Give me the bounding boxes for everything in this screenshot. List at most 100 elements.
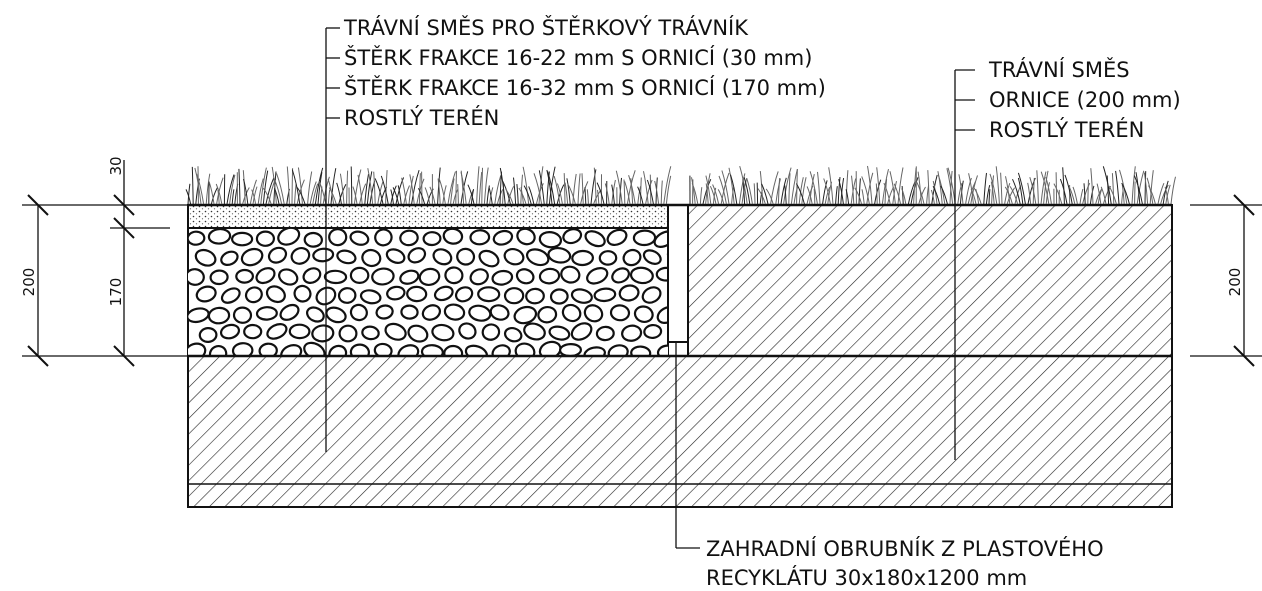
- grass-blade: [788, 173, 791, 205]
- gravel-stone: [328, 344, 348, 356]
- gravel-stone: [641, 286, 662, 304]
- gravel-stone: [293, 284, 312, 303]
- grass-blade: [215, 183, 223, 205]
- gravel-stone: [469, 268, 489, 286]
- gravel-stone: [481, 323, 501, 341]
- gravel-stone: [478, 249, 500, 268]
- grass-blade: [712, 187, 717, 205]
- grass-blade: [401, 177, 407, 205]
- grass-blade: [488, 187, 493, 205]
- gravel-stone: [477, 286, 501, 303]
- grass-blade: [1017, 172, 1026, 205]
- grass-blade: [730, 174, 738, 205]
- grass-blade: [876, 167, 881, 205]
- gravel-stone: [630, 345, 652, 356]
- gravel-stone: [399, 229, 419, 247]
- grass-blade: [548, 166, 556, 205]
- grass-blade: [795, 183, 805, 205]
- gravel-stone: [359, 289, 382, 305]
- grass-blade: [637, 186, 644, 205]
- grass-blade: [717, 189, 725, 205]
- grass-blade: [989, 173, 998, 205]
- gravel-stone: [207, 228, 232, 245]
- gravel-stone: [606, 228, 628, 247]
- grass-blade: [390, 185, 397, 205]
- grass-blade: [883, 182, 891, 205]
- gravel-stone: [371, 267, 395, 286]
- gravel-stone: [220, 287, 241, 304]
- gravel-stone: [525, 287, 545, 305]
- grass-blade: [262, 187, 272, 205]
- grass-blade: [1111, 173, 1115, 205]
- gravel-stone: [337, 287, 357, 304]
- gravel-stone: [208, 345, 228, 356]
- grass-blade: [1006, 187, 1016, 205]
- grass-blade: [494, 175, 502, 205]
- grass-blade: [546, 171, 550, 205]
- grass-blade: [327, 189, 331, 205]
- gravel-stone: [231, 342, 254, 356]
- grass-blade: [403, 185, 410, 205]
- grass-blade: [901, 185, 904, 205]
- gravel-stone: [399, 269, 420, 285]
- grass-blade: [743, 177, 751, 205]
- gravel-stone: [598, 250, 618, 266]
- grass-blade: [350, 166, 353, 205]
- grass-blade: [712, 184, 720, 205]
- grass-blade: [757, 188, 766, 205]
- gravel-stone: [560, 265, 581, 284]
- grass-blade: [884, 179, 888, 205]
- grass-blade: [1029, 177, 1037, 205]
- grass-blade: [460, 171, 467, 205]
- grass-blade: [238, 168, 241, 205]
- grass-blade: [665, 175, 672, 205]
- dimension-lines-left: [22, 160, 188, 367]
- gravel-stone: [194, 248, 217, 267]
- grass-blade: [339, 173, 345, 205]
- grass-blade: [770, 171, 779, 205]
- grass-blade: [1096, 183, 1102, 205]
- gravel-stone: [469, 229, 491, 246]
- gravel-stone: [444, 266, 464, 285]
- gravel-stone: [349, 266, 370, 284]
- grass-blade: [822, 180, 828, 205]
- gravel-stone: [244, 286, 263, 304]
- grass-blade: [1119, 169, 1128, 205]
- grass-blade: [615, 170, 623, 205]
- grass-blade: [262, 170, 269, 205]
- grass-blade: [577, 173, 581, 205]
- grass-blade: [276, 173, 285, 205]
- label-gravel-16-32: ŠTĚRK FRAKCE 16-32 mm S ORNICÍ (170 mm): [344, 75, 826, 100]
- grass-blade: [1160, 184, 1169, 205]
- grass-blade: [1059, 178, 1068, 205]
- gravel-stone: [407, 324, 429, 343]
- grass-blade: [1170, 176, 1176, 205]
- grass-blade: [593, 167, 597, 205]
- grass-blade: [691, 177, 696, 205]
- gravel-stone: [586, 267, 609, 285]
- grass-blade: [958, 174, 964, 205]
- edging-slot: [667, 204, 689, 343]
- gravel-stone: [570, 288, 593, 304]
- grass-blade: [983, 172, 987, 205]
- grass-blade: [1164, 186, 1169, 205]
- gravel-stone: [336, 249, 357, 265]
- gravel-stone: [279, 303, 300, 321]
- grass-blade: [357, 174, 363, 205]
- grass-blade: [718, 175, 727, 205]
- grass-blade: [208, 181, 215, 205]
- gravel-stone: [492, 229, 514, 246]
- gravel-stone: [220, 250, 239, 266]
- gravel-stone: [431, 323, 455, 342]
- grass-blade: [392, 187, 400, 205]
- grass-blade: [916, 182, 925, 205]
- grass-blade: [294, 183, 297, 205]
- grass-blade: [649, 174, 652, 205]
- grass-blade: [507, 186, 515, 205]
- gravel-stone: [278, 268, 299, 286]
- grass-blade: [823, 178, 831, 205]
- gravel-stone: [338, 324, 358, 343]
- grass-blade: [775, 178, 781, 205]
- grass-blade: [518, 187, 527, 205]
- grass-blade: [637, 186, 641, 205]
